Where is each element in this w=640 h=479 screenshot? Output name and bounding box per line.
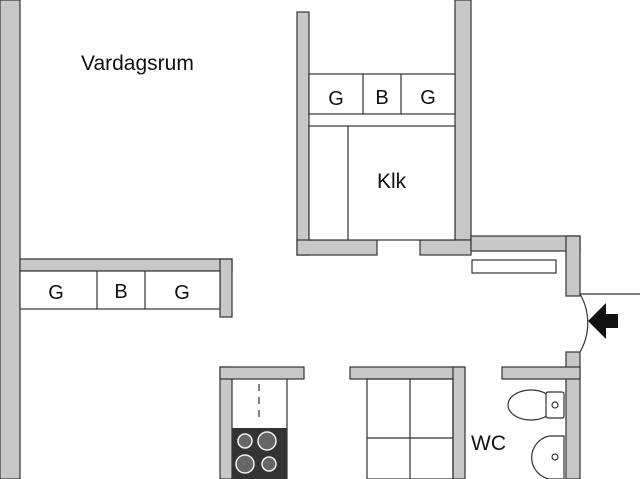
wardrobe: [366, 378, 454, 479]
kitchen: [232, 379, 288, 479]
kitchen-top-wall: [219, 366, 305, 380]
stove-icon: [232, 428, 287, 479]
wc-top-wall: [501, 366, 581, 380]
hall-shelf: [471, 259, 557, 274]
upper-closet-label-1: G: [328, 88, 344, 110]
entrance-door: [579, 293, 640, 353]
closet-room: Klk: [308, 125, 456, 241]
wardrobe-top-wall: [349, 366, 464, 380]
upper-closet-bottom-wall-left: [296, 239, 378, 256]
hall-right-wall-lower: [565, 351, 581, 479]
upper-closet-left-wall: [296, 11, 310, 256]
upper-closet-label-2: B: [375, 87, 388, 109]
closet-label: Klk: [377, 170, 407, 193]
wc: WC: [471, 389, 565, 479]
wc-label: WC: [471, 432, 506, 455]
closet-shelf: [308, 125, 456, 241]
upper-closet-label-3: G: [420, 87, 436, 109]
left-closet-label-2: B: [114, 281, 127, 303]
kitchen-left-wall: [219, 366, 233, 479]
hall-top-wall: [470, 235, 581, 252]
upper-closet-bottom-wall-right: [419, 239, 472, 256]
sink-icon: [531, 435, 565, 479]
left-closet-label-1: G: [48, 282, 64, 304]
wardrobe-right-wall: [452, 366, 466, 479]
toilet-icon: [507, 389, 565, 421]
upper-closet-right-wall: [454, 0, 472, 241]
hall-right-wall-upper: [565, 235, 581, 297]
upper-closet-frame: [308, 73, 456, 115]
entrance-arrow-icon: [588, 303, 618, 339]
left-outer-wall: [0, 0, 21, 479]
left-closet-label-3: G: [174, 282, 190, 304]
left-closet-unit: G B G: [19, 270, 221, 310]
living-room-label: Vardagsrum: [81, 52, 194, 75]
left-closet-right-wall: [219, 258, 233, 318]
left-closet-top-wall: [19, 258, 233, 272]
upper-closet-unit: G B G: [308, 73, 456, 115]
left-closet-frame: [19, 270, 221, 310]
